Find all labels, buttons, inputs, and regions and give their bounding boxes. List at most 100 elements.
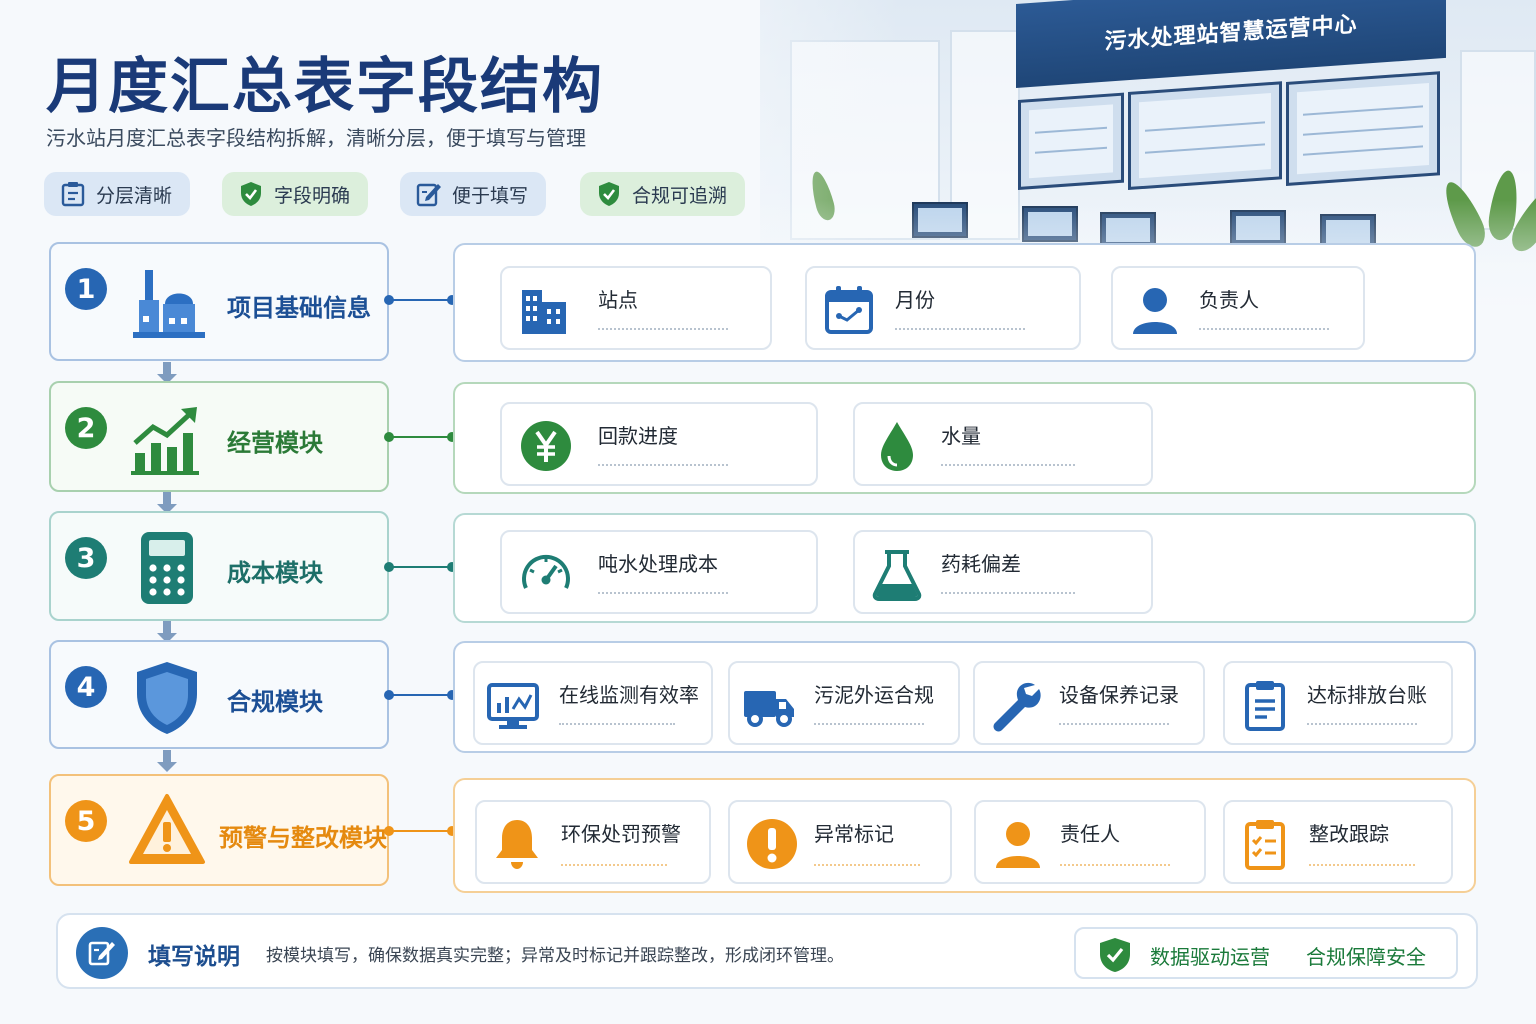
footer-badge: 数据驱动运营 合规保障安全 <box>1074 927 1458 979</box>
tag-easy-fill: 便于填写 <box>400 172 547 216</box>
calculator-icon <box>127 528 207 608</box>
field-panel-cost: 吨水处理成本 药耗偏差 <box>453 513 1476 623</box>
truck-icon <box>742 677 798 733</box>
field-label: 药耗偏差 <box>941 552 1021 576</box>
field-input-line <box>895 328 1025 330</box>
shield-check-icon <box>1100 938 1130 972</box>
field-label: 设备保养记录 <box>1059 683 1179 707</box>
module-number: 3 <box>65 537 107 579</box>
bell-icon <box>489 816 545 872</box>
field-card-abnormal-mark[interactable]: 异常标记 <box>728 800 952 884</box>
module-number: 2 <box>65 407 107 449</box>
person-icon <box>1127 282 1183 338</box>
field-card-online-monitoring[interactable]: 在线监测有效率 <box>473 661 713 745</box>
edit-icon <box>416 181 442 207</box>
tag-label: 分层清晰 <box>96 184 173 207</box>
building-icon <box>516 282 572 338</box>
module-number: 4 <box>65 666 107 708</box>
field-panel-compliance: 在线监测有效率 污泥外运合规 设备保养记录 达标排放台账 <box>453 641 1476 753</box>
checklist-icon <box>1237 816 1293 872</box>
footer-text: 按模块填写，确保数据真实完整；异常及时标记并跟踪整改，形成闭环管理。 <box>266 946 844 966</box>
field-label: 异常标记 <box>814 822 894 846</box>
field-card-penalty-warning[interactable]: 环保处罚预警 <box>475 800 711 884</box>
connector-line <box>389 436 453 438</box>
field-input-line <box>598 464 728 466</box>
person-icon <box>990 816 1046 872</box>
field-input-line <box>1059 723 1169 725</box>
connector-dot <box>384 295 394 305</box>
growth-chart-icon <box>127 399 207 479</box>
exclamation-icon <box>744 816 800 872</box>
module-card-warning: 5 预警与整改模块 <box>49 774 389 886</box>
field-input-line <box>561 864 667 866</box>
field-card-discharge-ledger[interactable]: 达标排放台账 <box>1223 661 1453 745</box>
tag-layered: 分层清晰 <box>44 172 191 216</box>
field-card-rectification-tracking[interactable]: 整改跟踪 <box>1223 800 1453 884</box>
field-label: 整改跟踪 <box>1309 822 1389 846</box>
field-panel-basic-info: 站点 月份 负责人 <box>453 243 1476 362</box>
module-card-basic-info: 1 项目基础信息 <box>49 242 389 361</box>
yen-icon <box>518 418 574 474</box>
field-input-line <box>1060 864 1170 866</box>
wrench-icon <box>987 677 1043 733</box>
connector-dot <box>384 562 394 572</box>
field-card-chemical-deviation[interactable]: 药耗偏差 <box>853 530 1153 614</box>
monitor-icon <box>485 677 541 733</box>
module-number: 1 <box>65 268 107 310</box>
clipboard-icon <box>1237 677 1293 733</box>
connector-dot <box>447 295 457 305</box>
field-label: 责任人 <box>1060 822 1120 846</box>
field-card-payment-progress[interactable]: 回款进度 <box>500 402 818 486</box>
field-card-water-volume[interactable]: 水量 <box>853 402 1153 486</box>
field-input-line <box>1307 723 1417 725</box>
footer-badge-right: 合规保障安全 <box>1306 945 1426 969</box>
shield-check-icon <box>238 181 264 207</box>
field-card-cost-per-ton[interactable]: 吨水处理成本 <box>500 530 818 614</box>
field-card-responsible-person[interactable]: 责任人 <box>974 800 1206 884</box>
module-label: 经营模块 <box>227 429 323 457</box>
field-card-month[interactable]: 月份 <box>805 266 1081 350</box>
field-label: 站点 <box>598 288 638 312</box>
flask-icon <box>869 546 925 602</box>
field-input-line <box>814 723 924 725</box>
module-number: 5 <box>65 800 107 842</box>
connector-dot <box>384 432 394 442</box>
page-title: 月度汇总表字段结构 <box>46 52 604 122</box>
field-input-line <box>559 723 675 725</box>
connector-dot <box>447 690 457 700</box>
module-label: 合规模块 <box>227 688 323 716</box>
module-label: 成本模块 <box>227 559 323 587</box>
connector-dot <box>384 690 394 700</box>
field-card-owner[interactable]: 负责人 <box>1111 266 1365 350</box>
field-panel-warning: 环保处罚预警 异常标记 责任人 整改跟踪 <box>453 778 1476 893</box>
warning-icon <box>127 792 207 872</box>
flow-down-arrow <box>157 621 177 643</box>
field-panel-business: 回款进度 水量 <box>453 382 1476 494</box>
flow-down-arrow <box>157 492 177 514</box>
field-input-line <box>1199 328 1329 330</box>
tag-label: 便于填写 <box>452 184 529 207</box>
gauge-icon <box>518 546 574 602</box>
field-label: 污泥外运合规 <box>814 683 934 707</box>
connector-line <box>389 830 453 832</box>
background-wall-screen <box>1128 81 1282 190</box>
factory-icon <box>127 264 207 344</box>
module-label: 项目基础信息 <box>227 294 371 322</box>
field-card-site[interactable]: 站点 <box>500 266 772 350</box>
field-card-sludge-transport[interactable]: 污泥外运合规 <box>728 661 960 745</box>
tag-label: 合规可追溯 <box>632 184 728 207</box>
field-input-line <box>598 592 728 594</box>
footer-instructions: 填写说明 按模块填写，确保数据真实完整；异常及时标记并跟踪整改，形成闭环管理。 … <box>56 913 1478 989</box>
flow-down-arrow <box>157 362 177 384</box>
connector-dot <box>447 826 457 836</box>
field-label: 回款进度 <box>598 424 678 448</box>
calendar-icon <box>821 282 877 338</box>
tag-fields-clear: 字段明确 <box>222 172 369 216</box>
background-wall-screen <box>1286 71 1440 186</box>
field-card-equipment-maintenance[interactable]: 设备保养记录 <box>973 661 1205 745</box>
flow-down-arrow <box>157 750 177 772</box>
field-label: 吨水处理成本 <box>598 552 718 576</box>
field-input-line <box>941 592 1075 594</box>
module-card-business: 2 经营模块 <box>49 381 389 492</box>
connector-dot <box>447 562 457 572</box>
